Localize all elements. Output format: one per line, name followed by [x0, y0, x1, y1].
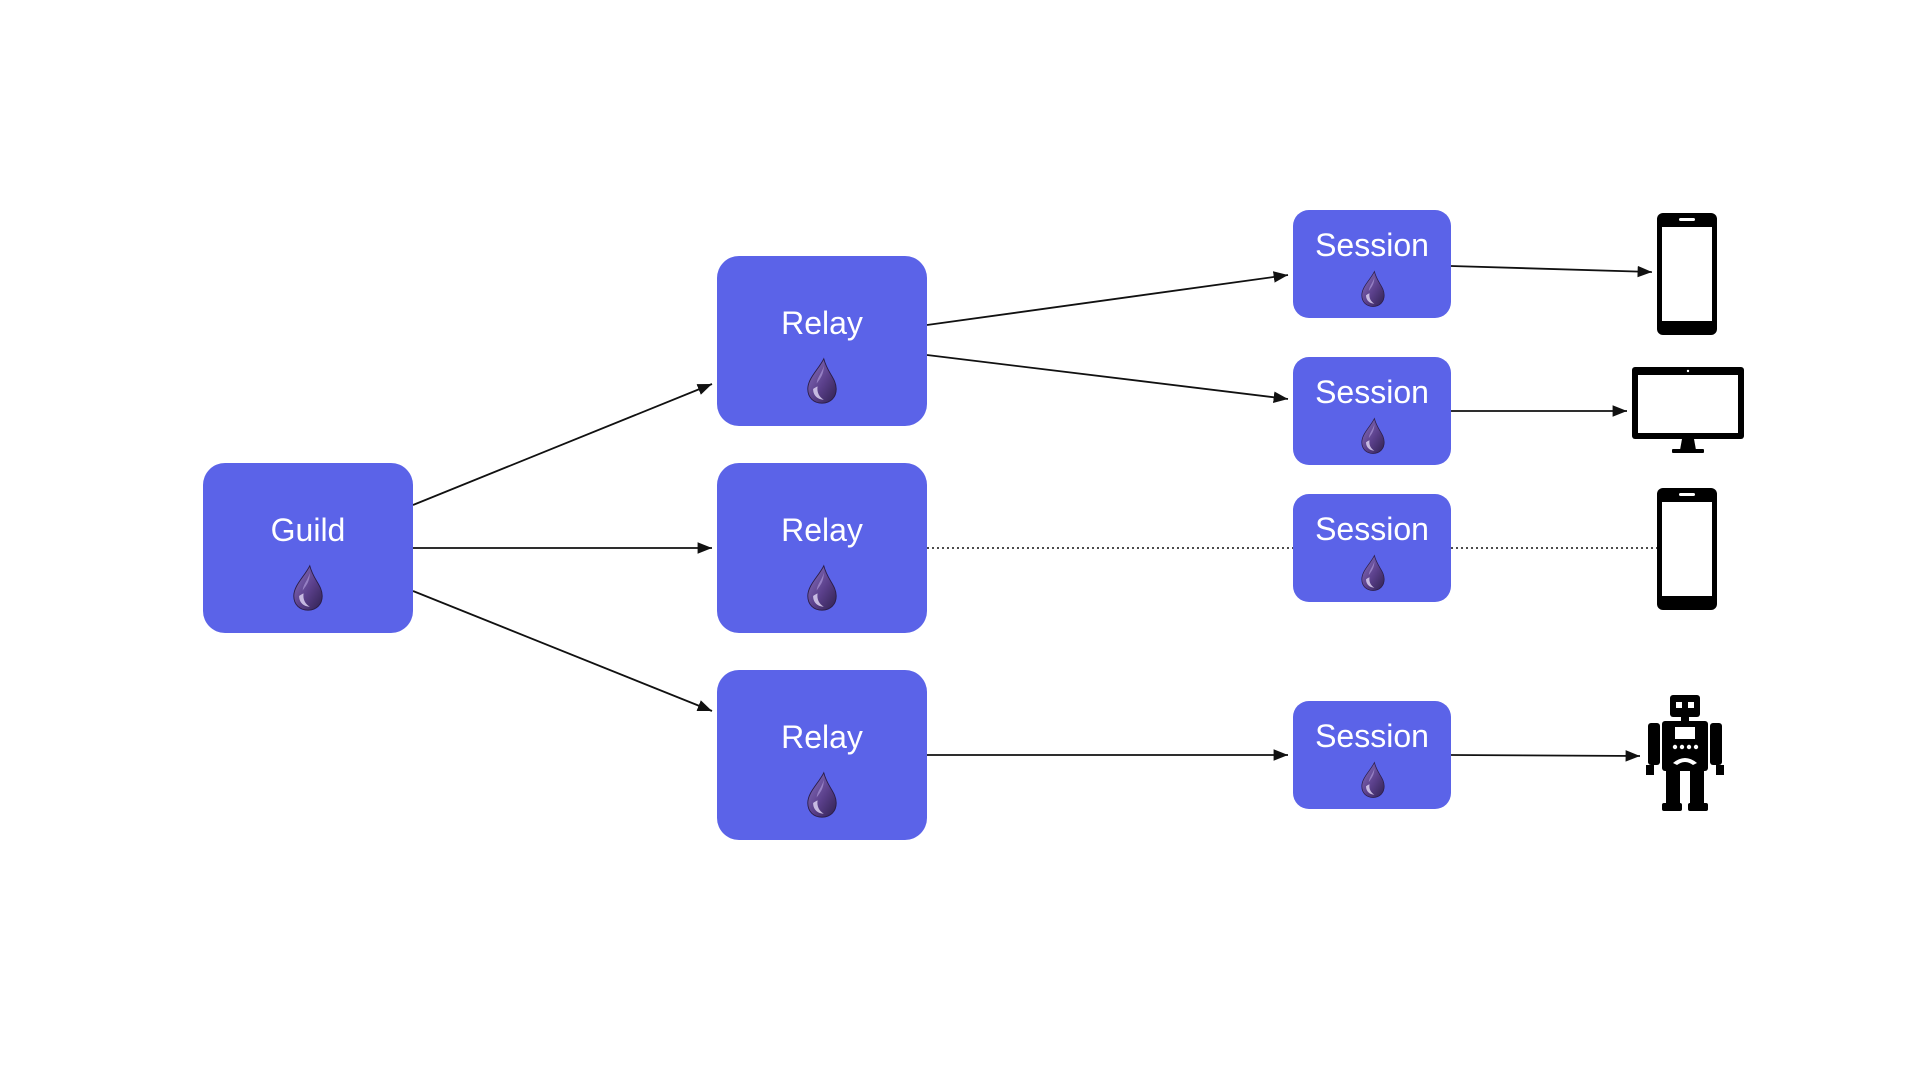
- edge-relay-1-session-1: [926, 271, 1289, 326]
- node-relay-3[interactable]: Relay: [717, 670, 927, 840]
- node-relay-2[interactable]: Relay: [717, 463, 927, 633]
- edge-guild-relay-3: [412, 590, 713, 712]
- edge-relay-1-session-2: [926, 354, 1289, 403]
- edge-guild-relay-1: [412, 383, 713, 506]
- node-session-4[interactable]: Session: [1293, 701, 1451, 809]
- node-session-2[interactable]: Session: [1293, 357, 1451, 465]
- node-session-1-label: Session: [1315, 227, 1429, 263]
- node-session-3-label: Session: [1315, 511, 1429, 547]
- smartphone-icon: [1657, 488, 1717, 610]
- node-relay-2-label: Relay: [781, 512, 863, 548]
- node-guild-label: Guild: [271, 512, 346, 548]
- node-relay-1-label: Relay: [781, 305, 863, 341]
- node-session-1[interactable]: Session: [1293, 210, 1451, 318]
- node-session-3[interactable]: Session: [1293, 494, 1451, 602]
- edges-layer: [412, 265, 1657, 762]
- node-session-4-label: Session: [1315, 718, 1429, 754]
- node-session-2-label: Session: [1315, 374, 1429, 410]
- edge-session-4-device-4: [1450, 750, 1641, 762]
- robot-icon: [1646, 695, 1724, 811]
- edge-session-1-device-1: [1450, 265, 1653, 278]
- node-guild[interactable]: Guild: [203, 463, 413, 633]
- node-relay-3-label: Relay: [781, 719, 863, 755]
- monitor-icon: [1632, 367, 1744, 453]
- node-relay-1[interactable]: Relay: [717, 256, 927, 426]
- smartphone-icon: [1657, 213, 1717, 335]
